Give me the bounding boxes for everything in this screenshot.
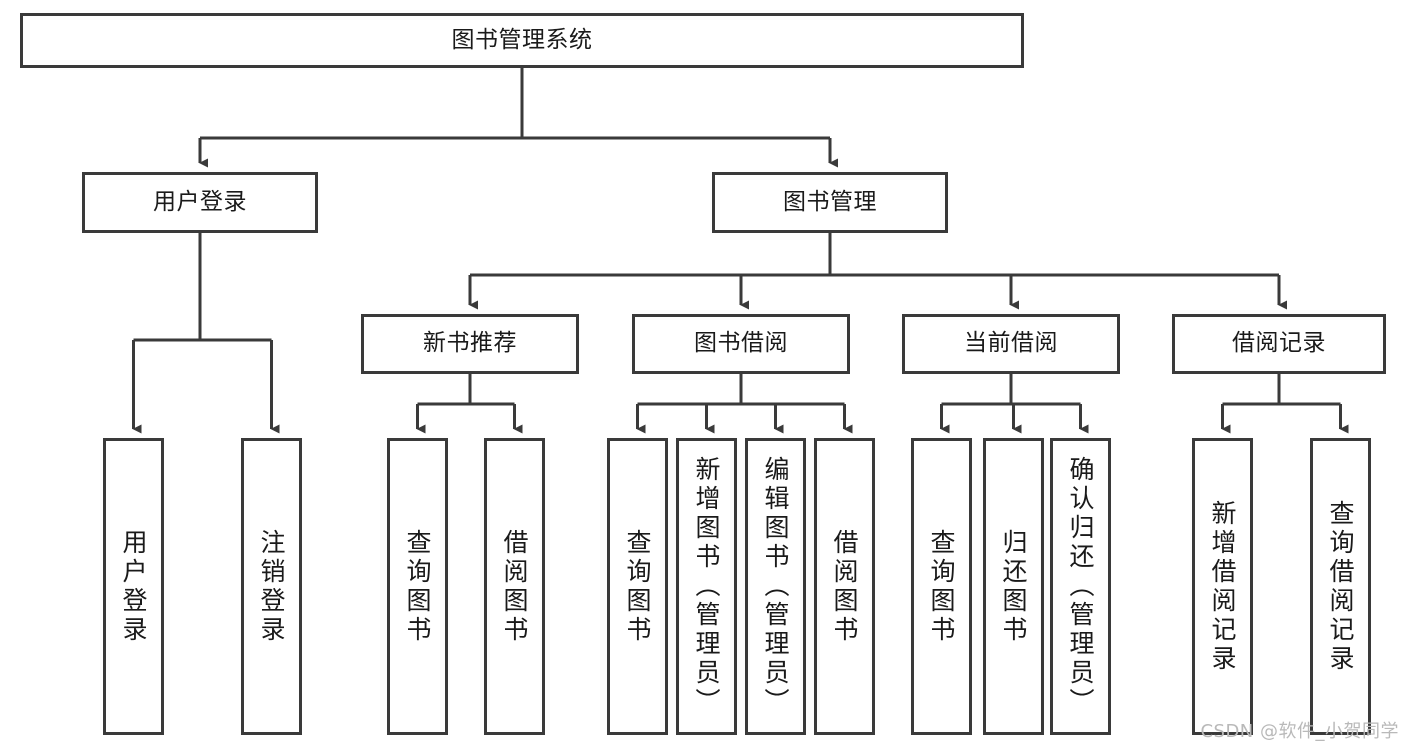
leaf-user-login-label: 用户登录 bbox=[119, 528, 148, 645]
leaf-borrow-book-2-label: 借阅图书 bbox=[830, 528, 859, 645]
leaf-confirm-return-label: 确认归还（管理员） bbox=[1066, 456, 1095, 717]
leaf-add-book-label: 新增图书（管理员） bbox=[692, 456, 721, 717]
leaf-query-book-1-label: 查询图书 bbox=[403, 528, 432, 645]
node-borrow-records-label: 借阅记录 bbox=[1232, 330, 1326, 357]
csdn-watermark: CSDN @软件_小贺同学 bbox=[1200, 721, 1399, 742]
leaf-edit-book-label: 编辑图书（管理员） bbox=[761, 456, 790, 717]
leaf-add-book[interactable]: 新增图书（管理员） bbox=[676, 438, 737, 735]
leaf-query-book-2[interactable]: 查询图书 bbox=[607, 438, 668, 735]
node-book-borrow[interactable]: 图书借阅 bbox=[632, 314, 850, 374]
leaf-logout-login[interactable]: 注销登录 bbox=[241, 438, 302, 735]
node-root-label: 图书管理系统 bbox=[451, 26, 593, 53]
leaf-borrow-book-1[interactable]: 借阅图书 bbox=[484, 438, 545, 735]
leaf-query-book-1[interactable]: 查询图书 bbox=[387, 438, 448, 735]
leaf-edit-book[interactable]: 编辑图书（管理员） bbox=[745, 438, 806, 735]
leaf-borrow-book-1-label: 借阅图书 bbox=[500, 528, 529, 645]
node-new-book-recommend[interactable]: 新书推荐 bbox=[361, 314, 579, 374]
leaf-add-record[interactable]: 新增借阅记录 bbox=[1192, 438, 1253, 735]
node-user-login-label: 用户登录 bbox=[153, 188, 247, 215]
node-current-borrow-label: 当前借阅 bbox=[964, 330, 1058, 357]
leaf-logout-login-label: 注销登录 bbox=[257, 528, 286, 645]
node-current-borrow[interactable]: 当前借阅 bbox=[902, 314, 1120, 374]
node-root[interactable]: 图书管理系统 bbox=[20, 13, 1024, 68]
node-book-management-label: 图书管理 bbox=[783, 188, 877, 215]
leaf-query-book-2-label: 查询图书 bbox=[623, 528, 652, 645]
leaf-query-record-label: 查询借阅记录 bbox=[1326, 499, 1355, 674]
node-new-book-recommend-label: 新书推荐 bbox=[423, 330, 517, 357]
leaf-query-book-3-label: 查询图书 bbox=[927, 528, 956, 645]
leaf-confirm-return[interactable]: 确认归还（管理员） bbox=[1050, 438, 1111, 735]
node-user-login[interactable]: 用户登录 bbox=[82, 172, 318, 233]
node-book-management[interactable]: 图书管理 bbox=[712, 172, 948, 233]
leaf-user-login[interactable]: 用户登录 bbox=[103, 438, 164, 735]
leaf-return-book-label: 归还图书 bbox=[999, 528, 1028, 645]
node-book-borrow-label: 图书借阅 bbox=[694, 330, 788, 357]
leaf-add-record-label: 新增借阅记录 bbox=[1208, 499, 1237, 674]
node-borrow-records[interactable]: 借阅记录 bbox=[1172, 314, 1386, 374]
leaf-query-record[interactable]: 查询借阅记录 bbox=[1310, 438, 1371, 735]
leaf-return-book[interactable]: 归还图书 bbox=[983, 438, 1044, 735]
leaf-query-book-3[interactable]: 查询图书 bbox=[911, 438, 972, 735]
leaf-borrow-book-2[interactable]: 借阅图书 bbox=[814, 438, 875, 735]
edge-group bbox=[132, 68, 1349, 434]
